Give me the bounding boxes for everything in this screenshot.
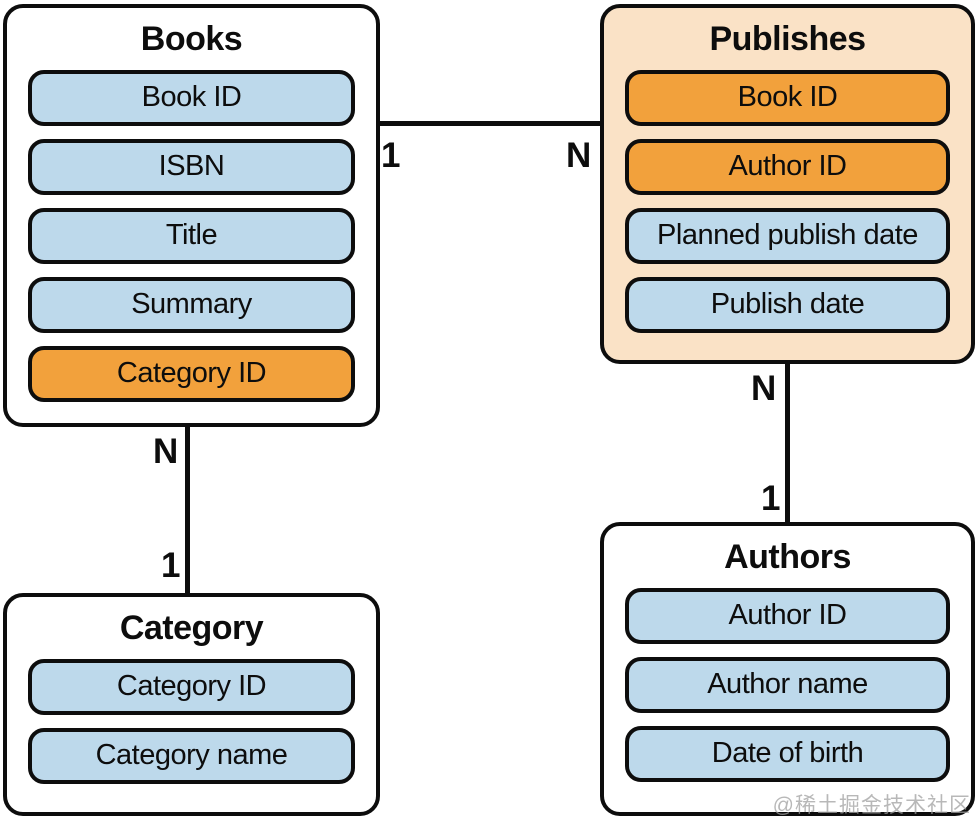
entity-books: Books Book ID ISBN Title Summary Categor… — [3, 4, 380, 427]
connector-books-publishes — [378, 121, 600, 126]
field-books-summary: Summary — [28, 277, 355, 333]
field-authors-author-id: Author ID — [625, 588, 950, 644]
connector-books-category — [185, 425, 190, 595]
watermark: @稀土掘金技术社区 — [772, 794, 971, 817]
entity-category: Category Category ID Category name — [3, 593, 380, 816]
entity-authors-title: Authors — [724, 538, 851, 576]
field-books-isbn: ISBN — [28, 139, 355, 195]
cardinality-books-publishes-n: N — [566, 136, 591, 175]
field-authors-author-name: Author name — [625, 657, 950, 713]
field-authors-date-of-birth: Date of birth — [625, 726, 950, 782]
field-publishes-planned-publish-date: Planned publish date — [625, 208, 950, 264]
entity-category-title: Category — [119, 609, 264, 647]
cardinality-books-category-n: N — [153, 432, 178, 471]
field-category-category-name: Category name — [28, 728, 355, 784]
field-publishes-publish-date: Publish date — [625, 277, 950, 333]
field-category-category-id: Category ID — [28, 659, 355, 715]
field-books-category-id: Category ID — [28, 346, 355, 402]
entity-publishes: Publishes Book ID Author ID Planned publ… — [600, 4, 975, 364]
field-publishes-author-id: Author ID — [625, 139, 950, 195]
entity-publishes-title: Publishes — [709, 20, 866, 58]
cardinality-books-publishes-1: 1 — [381, 136, 400, 175]
field-books-book-id: Book ID — [28, 70, 355, 126]
connector-publishes-authors — [785, 362, 790, 524]
field-books-title: Title — [28, 208, 355, 264]
cardinality-publishes-authors-1: 1 — [761, 479, 780, 518]
entity-authors: Authors Author ID Author name Date of bi… — [600, 522, 975, 816]
cardinality-books-category-1: 1 — [161, 546, 180, 585]
field-publishes-book-id: Book ID — [625, 70, 950, 126]
cardinality-publishes-authors-n: N — [751, 369, 776, 408]
entity-books-title: Books — [140, 20, 243, 58]
